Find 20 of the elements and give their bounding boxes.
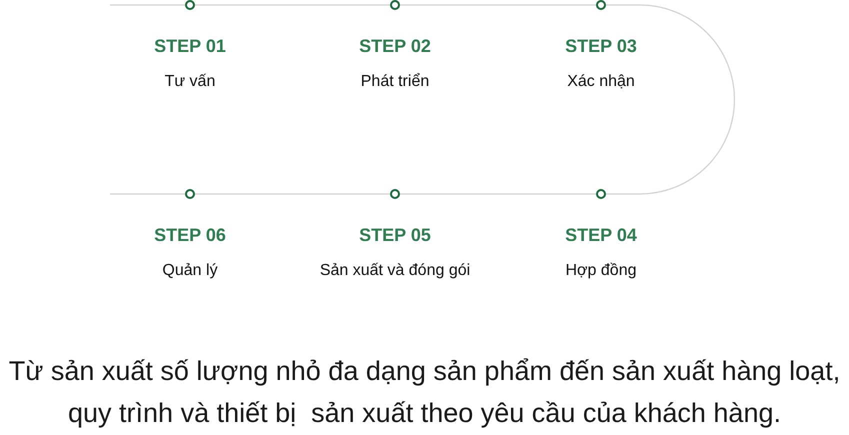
step-title: Phát triển bbox=[360, 72, 430, 92]
step-title: Tư vấn bbox=[164, 72, 216, 92]
step-number: STEP 05 bbox=[359, 224, 431, 246]
step-number: STEP 04 bbox=[565, 224, 637, 246]
timeline-line bbox=[400, 4, 596, 6]
step-number: STEP 01 bbox=[154, 35, 226, 57]
timeline-line bbox=[195, 4, 390, 6]
step-title: Xác nhận bbox=[567, 72, 635, 92]
timeline-line bbox=[110, 4, 185, 6]
timeline-line bbox=[606, 4, 735, 195]
step-title: Sản xuất và đóng gói bbox=[320, 261, 470, 281]
step-number: STEP 03 bbox=[565, 35, 637, 57]
step-number: STEP 06 bbox=[154, 224, 226, 246]
caption-text: Từ sản xuất số lượng nhỏ đa dạng sản phẩm đến sản xuất hàng loạt, quy trình và thiết bị sản xuất theo yêu cầu của khách hàng. bbox=[8, 355, 842, 430]
timeline-line bbox=[195, 193, 390, 195]
step-title: Hợp đồng bbox=[566, 261, 636, 281]
timeline-line bbox=[110, 193, 185, 195]
timeline-line bbox=[400, 193, 596, 195]
step-number: STEP 02 bbox=[359, 35, 431, 57]
step-title: Quản lý bbox=[162, 261, 218, 281]
